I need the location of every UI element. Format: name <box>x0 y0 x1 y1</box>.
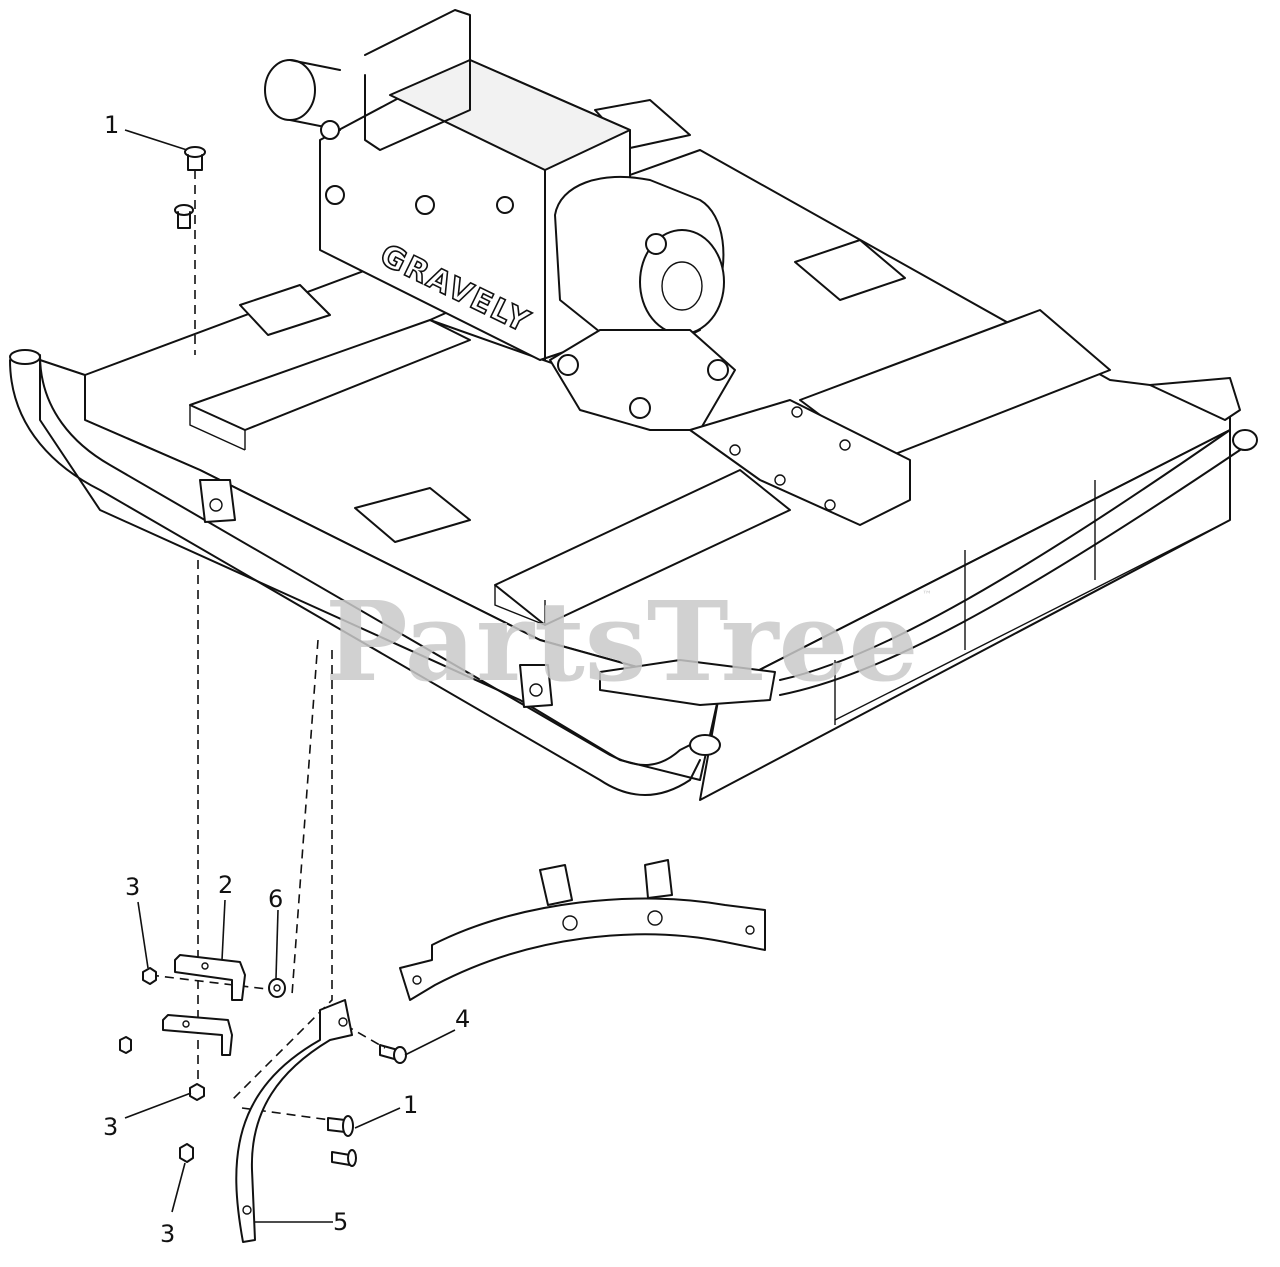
bumper-end-left <box>9 349 41 365</box>
carriage-bolt-top-2 <box>174 204 194 229</box>
skid-tab-2 <box>644 859 673 899</box>
callout-3-bottom: 3 <box>160 1220 175 1248</box>
skirt-mount-front <box>519 664 553 708</box>
right-bumper-tube <box>779 429 1231 681</box>
gearbox-frame-top <box>389 59 631 171</box>
watermark-tm: ™ <box>922 590 932 601</box>
nut-4 <box>179 1143 194 1163</box>
deck-channel-front <box>494 469 791 626</box>
carriage-bolt-top <box>184 146 206 171</box>
spindle-mount-base <box>549 329 736 431</box>
input-shaft <box>264 59 316 121</box>
gearbox-handle <box>364 9 471 151</box>
bumper-end-front <box>689 734 721 756</box>
nut-2 <box>119 1036 132 1054</box>
washer-6 <box>268 978 286 998</box>
assembly-line-skid-left <box>291 639 319 996</box>
assembly-line-skid-right <box>231 650 333 1101</box>
hitch-plate <box>689 399 911 526</box>
callout-3-middle: 3 <box>103 1113 118 1141</box>
callout-5: 5 <box>333 1208 348 1236</box>
callouts: 1 1 2 3 3 3 4 5 6 <box>103 111 470 1248</box>
skirt-mount-left <box>199 479 236 523</box>
watermark: PartsTree ™ <box>325 577 932 706</box>
exploded-parts <box>119 146 766 1243</box>
decal-right <box>794 239 906 301</box>
callout-6: 6 <box>268 885 283 913</box>
deck-channel-left <box>189 319 471 431</box>
skid-shoe-upper <box>399 897 766 1001</box>
callout-1-lower: 1 <box>403 1091 418 1119</box>
nut-3 <box>189 1083 205 1101</box>
skid-bracket-upper <box>174 954 246 1001</box>
skirt-lower-edge <box>834 519 1231 721</box>
mower-deck: GRAVELY <box>9 9 1258 801</box>
callout-3-top: 3 <box>125 873 140 901</box>
bumper-end-right <box>1232 429 1258 451</box>
carriage-bolt-lower-2 <box>331 1149 357 1167</box>
front-hitch-bracket <box>599 659 776 706</box>
watermark-text: PartsTree <box>325 577 919 706</box>
rear-corner-bracket <box>1149 377 1241 421</box>
decal-front <box>354 487 471 543</box>
skid-shoe-lower <box>235 999 353 1243</box>
front-bumper-tube <box>9 359 701 796</box>
skid-bracket-lower <box>162 1014 233 1056</box>
carriage-bolt-lower-1 <box>327 1115 354 1137</box>
skid-tab-1 <box>539 864 573 906</box>
callout-4: 4 <box>455 1005 470 1033</box>
nut-1 <box>142 967 157 985</box>
callout-2: 2 <box>218 871 233 899</box>
decal-left <box>239 284 331 336</box>
callout-1-top: 1 <box>104 111 119 139</box>
